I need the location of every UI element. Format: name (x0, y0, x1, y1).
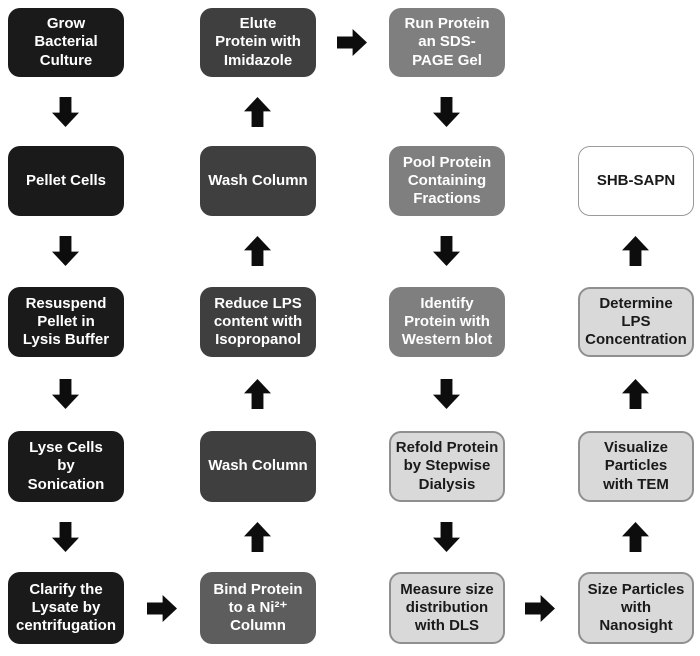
step-identify-western-blot: Identify Protein with Western blot (389, 287, 505, 357)
arrow-up-icon (244, 379, 271, 409)
arrow-down-icon (433, 236, 460, 266)
arrow-right-icon (525, 595, 555, 622)
step-run-sds-page-gel: Run Protein an SDS- PAGE Gel (389, 8, 505, 77)
step-determine-lps-concentration: Determine LPS Concentration (578, 287, 694, 357)
arrow-down-icon (433, 522, 460, 552)
arrow-right-icon (337, 29, 367, 56)
step-pool-protein-fractions: Pool Protein Containing Fractions (389, 146, 505, 216)
step-measure-size-dls: Measure size distribution with DLS (389, 572, 505, 644)
arrow-up-icon (244, 522, 271, 552)
step-refold-stepwise-dialysis: Refold Protein by Stepwise Dialysis (389, 431, 505, 502)
arrow-down-icon (52, 379, 79, 409)
arrow-up-icon (244, 97, 271, 127)
arrow-down-icon (52, 97, 79, 127)
arrow-right-icon (147, 595, 177, 622)
arrow-down-icon (52, 522, 79, 552)
arrow-up-icon (244, 236, 271, 266)
final-product-shb-sapn: SHB-SAPN (578, 146, 694, 216)
step-elute-protein-imidazole: Elute Protein with Imidazole (200, 8, 316, 77)
step-clarify-lysate: Clarify the Lysate by centrifugation (8, 572, 124, 644)
arrow-up-icon (622, 522, 649, 552)
arrow-down-icon (433, 97, 460, 127)
arrow-up-icon (622, 236, 649, 266)
step-pellet-cells: Pellet Cells (8, 146, 124, 216)
arrow-down-icon (433, 379, 460, 409)
step-size-particles-nanosight: Size Particles with Nanosight (578, 572, 694, 644)
arrow-up-icon (622, 379, 649, 409)
step-wash-column-2: Wash Column (200, 146, 316, 216)
step-wash-column-1: Wash Column (200, 431, 316, 502)
arrow-down-icon (52, 236, 79, 266)
step-visualize-particles-tem: Visualize Particles with TEM (578, 431, 694, 502)
step-bind-protein-ni-column: Bind Protein to a Ni²⁺ Column (200, 572, 316, 644)
step-lyse-cells-sonication: Lyse Cells by Sonication (8, 431, 124, 502)
step-reduce-lps-isopropanol: Reduce LPS content with Isopropanol (200, 287, 316, 357)
step-grow-bacterial-culture: Grow Bacterial Culture (8, 8, 124, 77)
step-resuspend-pellet: Resuspend Pellet in Lysis Buffer (8, 287, 124, 357)
